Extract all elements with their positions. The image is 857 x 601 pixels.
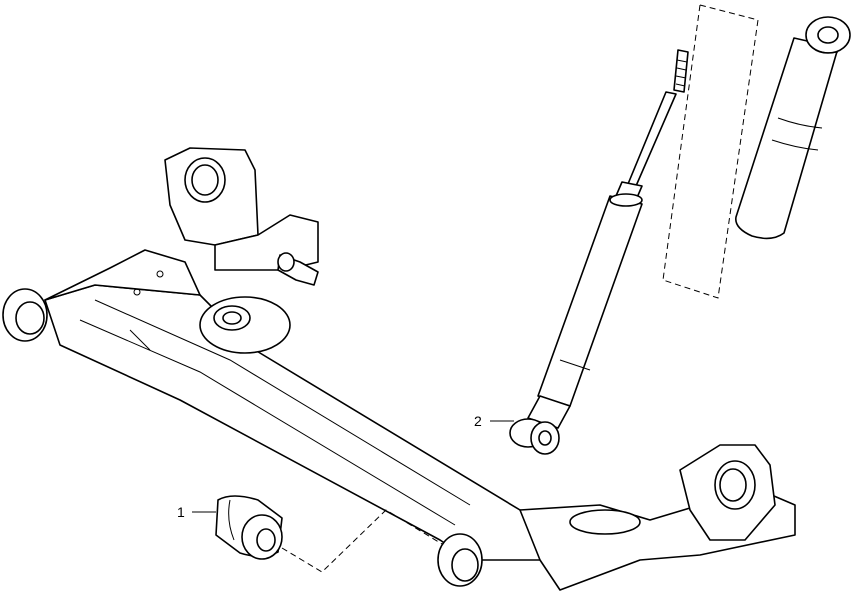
rear-axle-beam [2, 147, 796, 591]
boot-group-dashed-outline [662, 4, 759, 299]
shock-absorber [509, 49, 689, 455]
bushing-install-path-dashed [281, 509, 443, 573]
trailing-arm-bushing [215, 495, 283, 560]
callout-label-1: 1 [177, 504, 185, 520]
shock-dust-boot [735, 16, 851, 240]
callout-label-2: 2 [474, 413, 482, 429]
